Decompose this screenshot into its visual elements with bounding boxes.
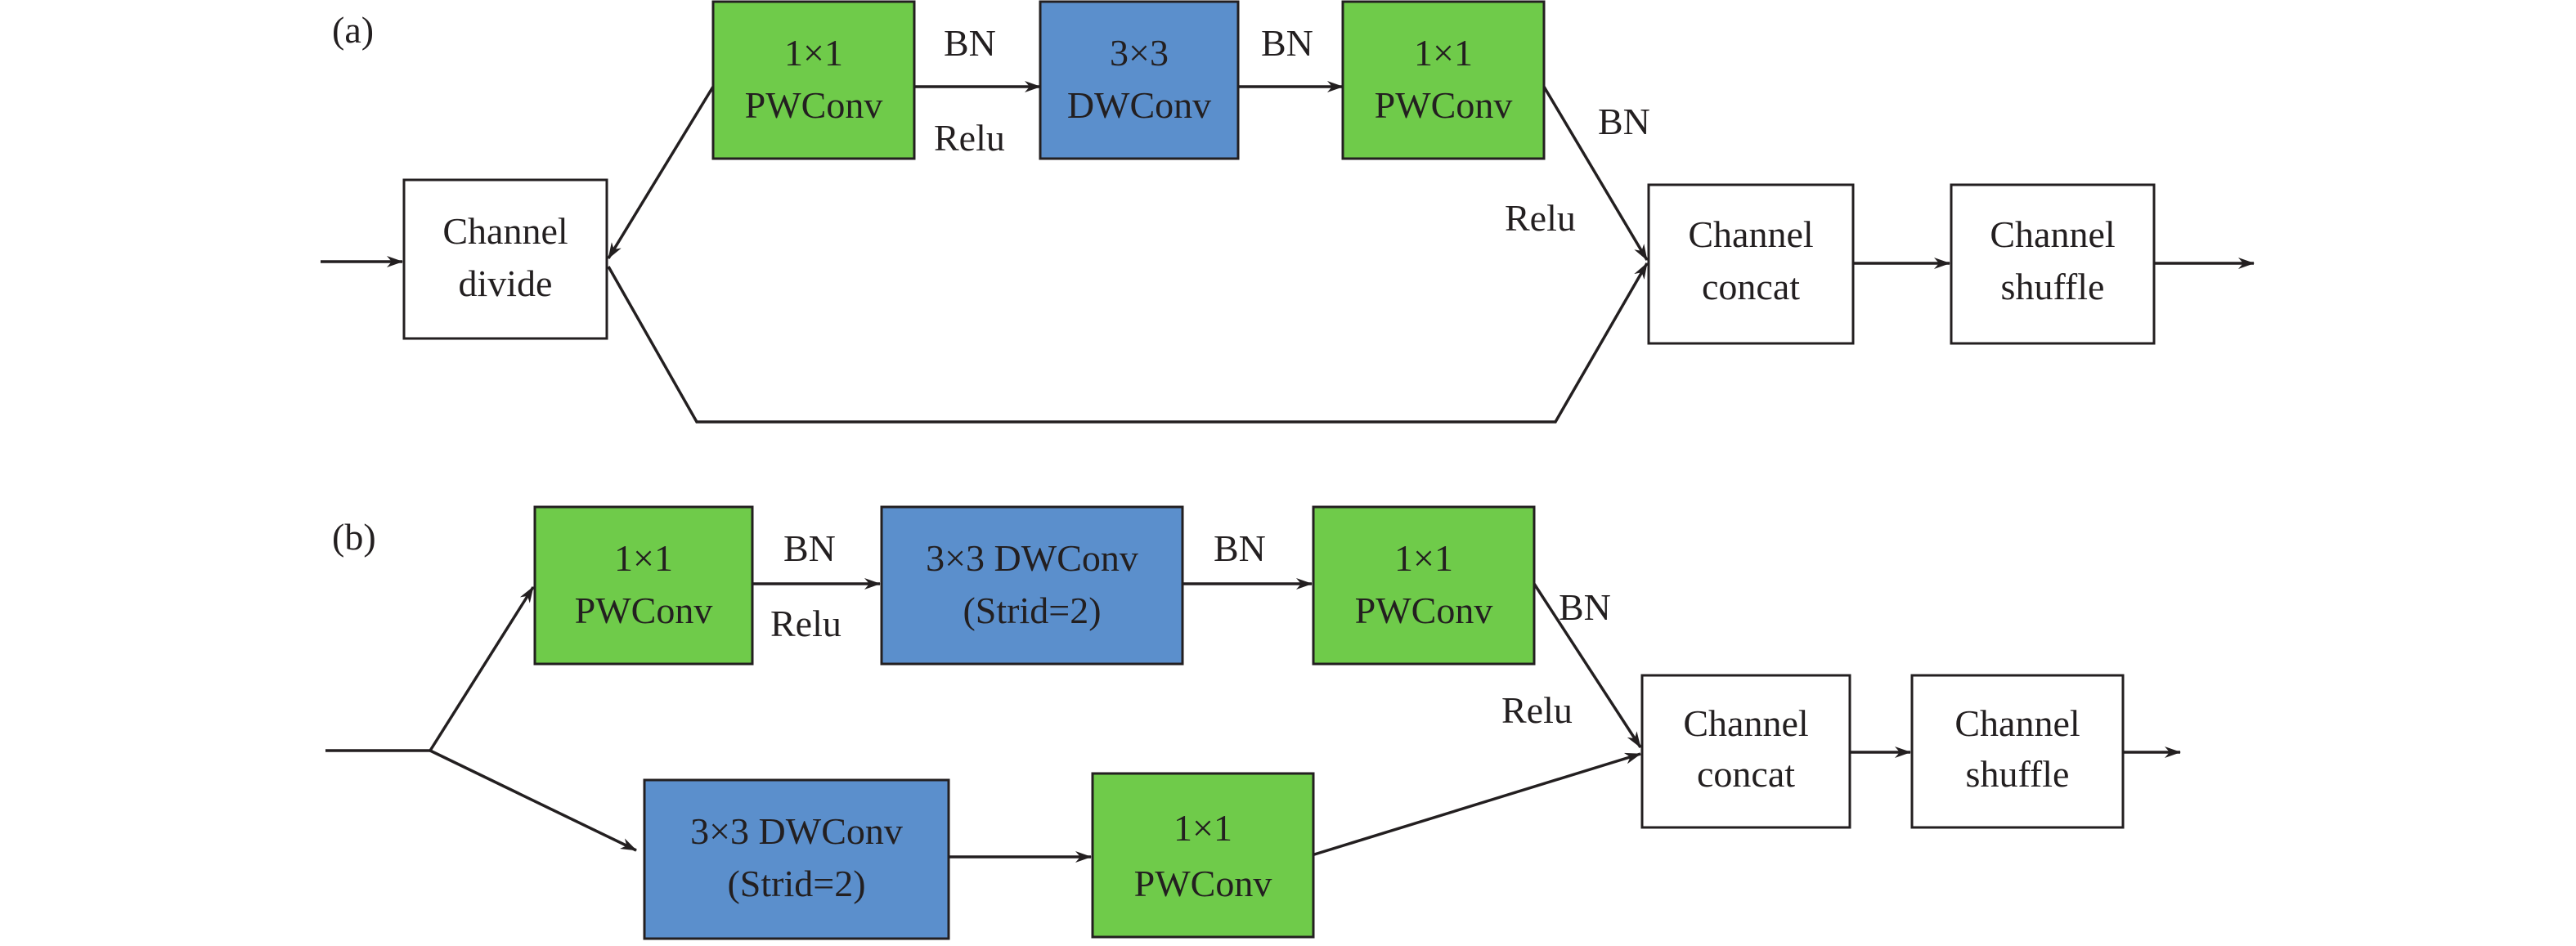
panel-a: (a) 1×1 PWConv 3×3 DWConv 1×1 PWConv (321, 0, 2255, 424)
pwconv-box: 1×1 PWConv (1312, 505, 1536, 666)
pwconv-box: 1×1 PWConv (1341, 0, 1546, 160)
pwconv-box: 1×1 PWConv (533, 505, 754, 666)
svg-text:Channel: Channel (1688, 213, 1813, 255)
relu-label: Relu (1501, 689, 1573, 731)
svg-text:concat: concat (1702, 266, 1800, 307)
svg-text:(Strid=2): (Strid=2) (727, 863, 865, 904)
svg-text:PWConv: PWConv (1375, 84, 1513, 126)
channel-divide-box: Channel divide (402, 178, 608, 340)
svg-text:1×1: 1×1 (1394, 537, 1453, 579)
svg-text:Channel: Channel (1990, 213, 2115, 255)
split-to-dwconv-arrow (429, 749, 637, 852)
split-to-pwconv-arrow (429, 586, 535, 751)
svg-text:3×3 DWConv: 3×3 DWConv (690, 810, 903, 852)
svg-text:divide: divide (459, 262, 553, 304)
svg-text:shuffle: shuffle (1966, 753, 2070, 795)
dwconv-strided-box: 3×3 DWConv (Strid=2) (880, 505, 1184, 666)
bn-label: BN (1559, 586, 1611, 628)
svg-text:3×3 DWConv: 3×3 DWConv (926, 537, 1138, 579)
pwconv-to-concat-arrow (1533, 583, 1642, 748)
svg-text:shuffle: shuffle (2001, 266, 2105, 307)
svg-text:1×1: 1×1 (784, 32, 843, 74)
bn-label: BN (944, 22, 996, 64)
panel-b-label: (b) (332, 516, 376, 558)
svg-text:Channel: Channel (1954, 702, 2080, 744)
svg-text:(Strid=2): (Strid=2) (963, 590, 1101, 631)
pwconv-to-concat-arrow (1311, 752, 1641, 857)
svg-text:1×1: 1×1 (614, 537, 673, 579)
channel-concat-box: Channel concat (1647, 183, 1855, 345)
svg-text:PWConv: PWConv (575, 590, 713, 631)
shortcut-branch-arrow (607, 262, 1649, 424)
channel-shuffle-box: Channel shuffle (1910, 674, 2125, 829)
svg-text:DWConv: DWConv (1067, 84, 1211, 126)
pwconv-to-concat-arrow (1542, 86, 1649, 261)
panel-a-connectors (321, 81, 2255, 424)
pwconv-box: 1×1 PWConv (711, 0, 916, 160)
svg-text:1×1: 1×1 (1414, 32, 1473, 74)
svg-text:PWConv: PWConv (1355, 590, 1493, 631)
panel-b: (b) 1×1 PWConv 3×3 DWConv (Strid=2) (325, 505, 2181, 940)
panel-a-label: (a) (332, 9, 374, 51)
dwconv-box: 3×3 DWConv (1039, 0, 1240, 160)
channel-concat-box: Channel concat (1640, 674, 1851, 829)
svg-text:1×1: 1×1 (1174, 807, 1232, 849)
svg-text:3×3: 3×3 (1110, 32, 1169, 74)
pwconv-to-divide-arrow (607, 86, 715, 259)
dwconv-strided-box: 3×3 DWConv (Strid=2) (643, 778, 950, 940)
svg-text:Channel: Channel (1683, 702, 1808, 744)
relu-label: Relu (934, 117, 1005, 159)
svg-text:PWConv: PWConv (745, 84, 883, 126)
bn-label: BN (1598, 101, 1650, 142)
relu-label: Relu (770, 603, 841, 644)
panel-b-connectors (325, 578, 2181, 863)
relu-label: Relu (1505, 197, 1576, 239)
svg-text:concat: concat (1697, 753, 1795, 795)
channel-shuffle-box: Channel shuffle (1950, 183, 2156, 345)
svg-text:PWConv: PWConv (1134, 863, 1272, 904)
svg-text:Channel: Channel (442, 210, 568, 252)
bn-label: BN (1214, 527, 1266, 569)
pwconv-box: 1×1 PWConv (1091, 772, 1315, 939)
bn-label: BN (783, 527, 836, 569)
bn-label: BN (1261, 22, 1313, 64)
